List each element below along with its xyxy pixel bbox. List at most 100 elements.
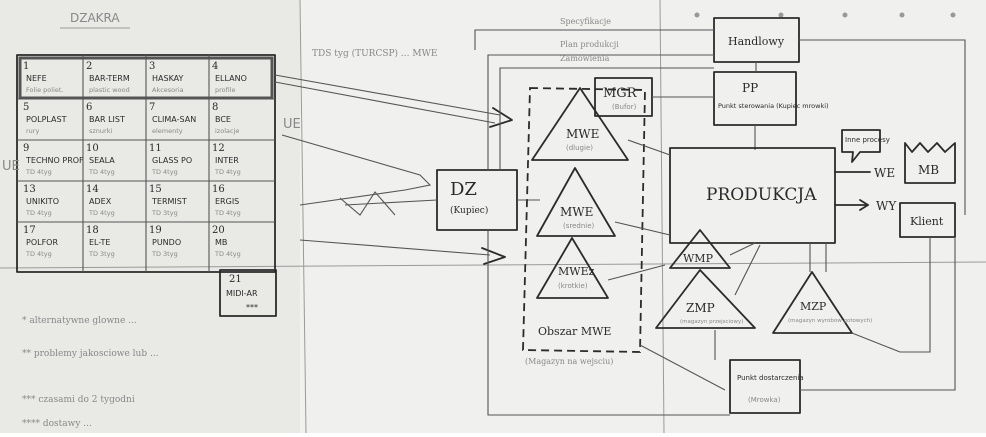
grid-cell-sub: TD 4tyg <box>151 168 178 176</box>
grid-cell-number: 5 <box>23 102 29 113</box>
punkt-label: Punkt dostarczenia <box>737 374 804 382</box>
grid-cell-sub: TD 4tyg <box>25 168 52 176</box>
mwe-top-label: MWE <box>566 127 599 141</box>
grid-cell-name: INTER <box>215 156 239 165</box>
grid-cell-number: 6 <box>86 102 92 113</box>
grid-extra-stars: *** <box>246 303 258 312</box>
grid-cell-sub: TD 4tyg <box>25 250 52 258</box>
inne-label: Inne procesy <box>845 136 890 144</box>
grid-cell-sub: Folie poliet. <box>26 86 64 94</box>
zmp-sub: (magazyn przejsciowy) <box>680 319 743 325</box>
grid-cell-name: SEALA <box>89 156 115 165</box>
pp-sub: Punkt sterowania (Kupiec mrowki) <box>718 102 829 110</box>
grid-cell-name: GLASS PO <box>152 156 192 165</box>
ue-label-left: UE <box>2 159 20 174</box>
obszar-sublabel: (Magazyn na wejsciu) <box>525 357 613 366</box>
grid-cell-sub: Akcesoria <box>152 86 184 94</box>
grid-cell-name: ERGIS <box>215 197 239 206</box>
grid-cell-number: 8 <box>212 102 218 113</box>
produkcja-label: PRODUKCJA <box>706 185 817 205</box>
grid-cell-sub: izolacje <box>215 127 239 135</box>
grid-cell-number: 19 <box>149 225 162 236</box>
grid-cell-number: 18 <box>86 225 99 236</box>
grid-cell-name: POLFOR <box>26 238 58 247</box>
dz-title: DZ <box>450 179 477 200</box>
wmp-label: WMP <box>683 252 714 265</box>
grid-cell-name: UNIKITO <box>26 197 59 206</box>
title: DZAKRA <box>70 11 120 25</box>
grid-cell-sub: TD 4tyg <box>88 209 115 217</box>
grid-cell-name: CLIMA-SAN <box>152 115 196 124</box>
grid-cell-number: 1 <box>23 61 29 72</box>
pin-hole <box>843 13 848 18</box>
grid-cell-name: ADEX <box>89 197 112 206</box>
grid-cell-sub: TD 3tyg <box>151 209 178 217</box>
grid-cell-name: BAR-TERM <box>89 74 130 83</box>
specyfikacje-label: Specyfikacje <box>560 17 611 26</box>
grid-cell-sub: TD 4tyg <box>214 209 241 217</box>
grid-cell-number: 16 <box>212 184 225 195</box>
grid-cell-name: BCE <box>215 115 231 124</box>
mb-label: MB <box>918 163 939 177</box>
legend-line-4: **** dostawy ... <box>22 419 92 429</box>
grid-cell-number: 14 <box>86 184 99 195</box>
grid-cell-name: HASKAY <box>152 74 184 83</box>
grid-cell-name: NEFE <box>26 74 47 83</box>
pp-title: PP <box>742 81 758 95</box>
pin-hole <box>951 13 956 18</box>
grid-cell-number: 13 <box>23 184 36 195</box>
pin-hole <box>695 13 700 18</box>
grid-cell-sub: TD 4tyg <box>25 209 52 217</box>
grid-extra-number: 21 <box>229 274 242 285</box>
grid-cell-sub: profile <box>215 86 236 94</box>
plan-label: Plan produkcji <box>560 40 619 49</box>
grid-cell-name: ELLANO <box>215 74 247 83</box>
mwe-bot-label: MWEz <box>558 265 595 278</box>
grid-cell-name: MB <box>215 238 227 247</box>
mzp-sub: (magazyn wyrobow gotowych) <box>788 318 872 324</box>
mwe-bot-sub: (krotkie) <box>558 282 588 290</box>
handlowy-label: Handlowy <box>728 35 785 48</box>
legend-line-3: *** czasami do 2 tygodni <box>22 395 135 405</box>
grid-cell-name: BAR LIST <box>89 115 125 124</box>
grid-cell-name: TERMIST <box>151 197 187 206</box>
grid-cell-sub: sznurki <box>89 127 112 135</box>
grid-cell-sub: plastic wood <box>89 86 130 94</box>
grid-cell-sub: elementy <box>152 127 183 135</box>
klient-label: Klient <box>910 215 944 228</box>
mgr-sub: (Bufor) <box>612 103 637 111</box>
grid-cell-number: 12 <box>212 143 225 154</box>
grid-cell-sub: TD 3tyg <box>88 250 115 258</box>
grid-cell-sub: TD 4tyg <box>214 250 241 258</box>
grid-cell-name: TECHNO PROF <box>25 156 84 165</box>
obszar-label: Obszar MWE <box>538 325 611 338</box>
legend-line-2: ** problemy jakosciowe lub ... <box>22 349 159 359</box>
grid-cell-number: 10 <box>86 143 99 154</box>
grid-cell-number: 3 <box>149 61 155 72</box>
grid-cell-sub: TD 4tyg <box>214 168 241 176</box>
mwe-mid-sub: (srednie) <box>563 222 595 230</box>
grid-cell-number: 17 <box>23 225 36 236</box>
mgr-title: MGR <box>603 86 638 101</box>
grid-cell-sub: TD 3tyg <box>151 250 178 258</box>
grid-cell-sub: rury <box>26 127 39 135</box>
we-label: WE <box>874 166 895 180</box>
grid-cell-name: EL-TE <box>89 238 110 247</box>
wy-label: WY <box>876 199 897 213</box>
grid-cell-sub: TD 4tyg <box>88 168 115 176</box>
grid-cell-number: 20 <box>212 225 225 236</box>
pin-hole <box>779 13 784 18</box>
grid-cell-number: 7 <box>149 102 155 113</box>
grid-cell-name: PUNDO <box>152 238 181 247</box>
grid-cell-number: 9 <box>23 143 29 154</box>
mzp-label: MZP <box>800 300 827 313</box>
legend-line-1: * alternatywne glowne ... <box>22 316 137 326</box>
grid-extra-name: MIDI-AR <box>226 289 258 298</box>
ue-label-mid: UE <box>283 117 301 132</box>
mwe-top-sub: (dlugie) <box>566 144 593 152</box>
zmp-label: ZMP <box>686 301 715 315</box>
grid-cell-number: 15 <box>149 184 162 195</box>
mwe-mid-label: MWE <box>560 205 593 219</box>
